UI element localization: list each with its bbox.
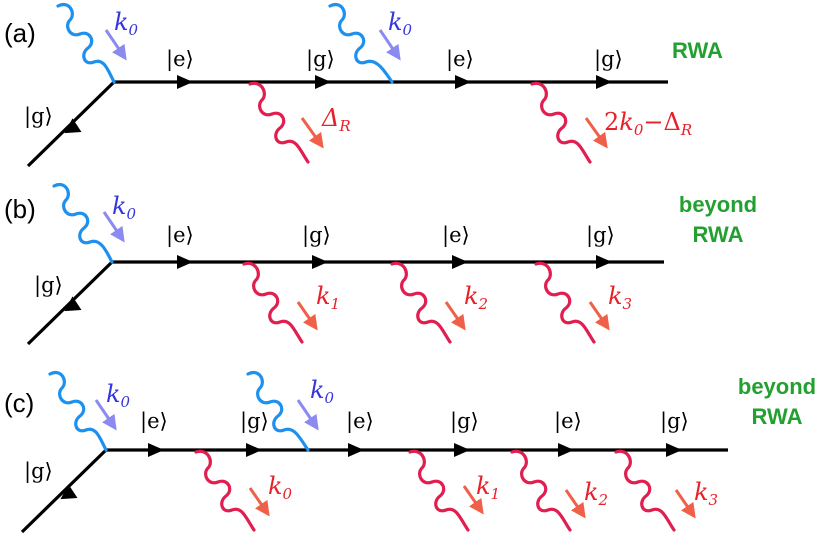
photon-arrow-icon	[102, 211, 125, 243]
state-label: |g⟩	[240, 409, 269, 434]
incoming-line	[20, 448, 108, 534]
state-label: |e⟩	[166, 47, 194, 72]
state-label: |g⟩	[586, 223, 615, 248]
direction-arrow-icon	[177, 75, 193, 89]
panel-label: (c)	[4, 388, 34, 418]
incoming-state: |g⟩	[24, 104, 53, 129]
panel-label: (a)	[4, 18, 36, 48]
emitted-photon-wave	[390, 261, 452, 344]
emitted-label: ΔR	[321, 104, 351, 135]
absorbed-label: k0	[112, 192, 137, 223]
state-label: |g⟩	[450, 409, 479, 434]
direction-arrow-icon	[666, 443, 682, 457]
regime-label: RWA	[752, 404, 803, 429]
photon-arrow-icon	[296, 301, 318, 331]
absorbed-photon-wave	[328, 3, 394, 84]
state-label: |g⟩	[594, 47, 623, 72]
direction-arrow-icon	[64, 296, 82, 312]
photon-arrow-icon	[94, 399, 117, 431]
panel-c: (c) |g⟩ |e⟩ |g⟩ |e⟩ |g⟩ |e⟩ |g⟩ k0 k0 k0…	[4, 371, 816, 534]
state-label: |g⟩	[302, 223, 331, 248]
state-label: |g⟩	[306, 47, 335, 72]
direction-arrow-icon	[558, 443, 574, 457]
emitted-photon-wave	[408, 449, 470, 532]
photon-arrow-icon	[564, 489, 586, 519]
photon-arrow-icon	[462, 485, 484, 515]
photon-arrow-icon	[674, 489, 696, 519]
direction-arrow-icon	[177, 255, 193, 269]
direction-arrow-icon	[455, 75, 471, 89]
absorbed-label: k0	[114, 8, 139, 39]
state-label: |e⟩	[346, 409, 374, 434]
direction-arrow-icon	[246, 443, 262, 457]
absorbed-label: k0	[106, 380, 131, 411]
direction-arrow-icon	[312, 255, 328, 269]
panel-b: (b) |g⟩ |e⟩ |g⟩ |e⟩ |g⟩ k0 k1 k2 k3 beyo…	[4, 183, 757, 346]
emitted-photon-wave	[530, 81, 592, 164]
absorbed-label: k0	[310, 376, 335, 407]
photon-arrow-icon	[248, 487, 270, 517]
incoming-state: |g⟩	[34, 273, 63, 298]
direction-arrow-icon	[348, 443, 364, 457]
state-label: |g⟩	[660, 409, 689, 434]
emitted-label: k3	[694, 478, 718, 509]
photon-arrow-icon	[584, 117, 608, 149]
direction-arrow-icon	[596, 75, 612, 89]
emitted-label: 2k0−ΔR	[604, 108, 692, 139]
regime-label: beyond	[738, 374, 816, 399]
emitted-photon-wave	[510, 449, 572, 532]
emitted-photon-wave	[242, 261, 304, 344]
state-label: |e⟩	[446, 47, 474, 72]
state-label: |e⟩	[442, 223, 470, 248]
emitted-label: k1	[316, 282, 340, 313]
emitted-label: k2	[584, 478, 608, 509]
emitted-photon-wave	[194, 449, 256, 532]
state-label: |e⟩	[166, 223, 194, 248]
regime-label: RWA	[693, 222, 744, 247]
photon-arrow-icon	[296, 399, 319, 431]
photon-arrow-icon	[300, 117, 324, 149]
absorbed-photon-wave	[52, 183, 114, 264]
regime-label: beyond	[679, 192, 757, 217]
emitted-label: k1	[476, 472, 500, 503]
emitted-label: k3	[608, 282, 632, 313]
panel-a: (a) |g⟩ |e⟩ |g⟩ |e⟩ |g⟩ k0 k0 ΔR 2k0−ΔR …	[4, 3, 723, 168]
direction-arrow-icon	[452, 255, 468, 269]
absorbed-label: k0	[388, 8, 413, 39]
direction-arrow-icon	[60, 484, 78, 500]
emitted-photon-wave	[248, 81, 310, 164]
panel-label: (b)	[4, 194, 36, 224]
direction-arrow-icon	[315, 75, 331, 89]
absorbed-photon-wave	[246, 371, 310, 452]
emitted-label: k0	[268, 472, 293, 503]
incoming-state: |g⟩	[24, 459, 53, 484]
photon-arrow-icon	[444, 301, 466, 331]
absorbed-photon-wave	[56, 3, 116, 84]
photon-arrow-icon	[588, 301, 610, 331]
emitted-photon-wave	[614, 449, 676, 532]
state-label: |e⟩	[140, 409, 168, 434]
emitted-label: k2	[464, 282, 488, 313]
direction-arrow-icon	[454, 443, 470, 457]
direction-arrow-icon	[64, 118, 82, 134]
photon-arrow-icon	[104, 29, 127, 61]
state-label: |e⟩	[554, 409, 582, 434]
regime-label: RWA	[672, 38, 723, 63]
emitted-photon-wave	[534, 261, 596, 344]
direction-arrow-icon	[148, 443, 164, 457]
absorbed-photon-wave	[48, 371, 108, 452]
photon-arrow-icon	[378, 29, 401, 61]
direction-arrow-icon	[596, 255, 612, 269]
